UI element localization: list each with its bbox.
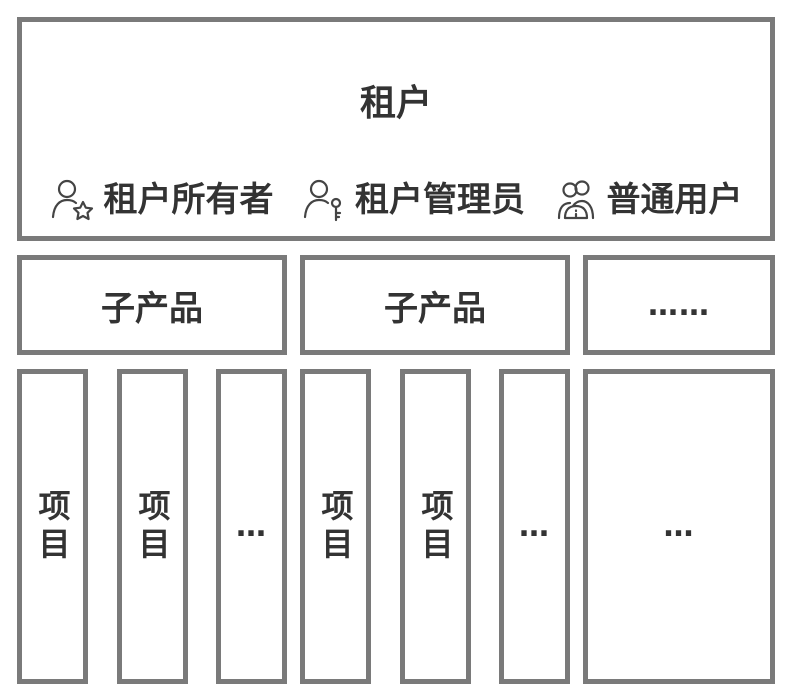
project-label: 项目	[416, 488, 455, 565]
role-label: 租户管理员	[355, 180, 525, 220]
subproduct-box: 子产品	[17, 255, 287, 355]
project-label: 项目	[133, 488, 172, 565]
tenant-box: 租户 租户所有者 租户管理员	[17, 17, 775, 241]
user-star-icon	[51, 179, 93, 221]
project-box: 项目	[17, 369, 88, 684]
project-label: 项目	[316, 488, 355, 565]
project-ellipsis: …	[236, 509, 267, 544]
project-box: …	[216, 369, 287, 684]
role-tenant-owner: 租户所有者	[50, 177, 274, 223]
project-label: 项目	[33, 488, 72, 565]
subproduct-box: 子产品	[300, 255, 570, 355]
subproduct-box: ……	[583, 255, 775, 355]
tenant-title: 租户	[359, 83, 432, 124]
user-key-icon	[303, 179, 342, 222]
role-label: 普通用户	[606, 180, 743, 220]
project-box: 项目	[117, 369, 188, 684]
project-box: …	[583, 369, 775, 684]
project-box: 项目	[300, 369, 371, 684]
project-box: 项目	[400, 369, 471, 684]
user-group-icon	[557, 180, 594, 220]
subproduct-ellipsis: ……	[648, 287, 710, 323]
project-ellipsis: …	[519, 509, 550, 544]
role-label: 租户所有者	[103, 180, 274, 220]
role-list: 租户所有者 租户管理员 普通用户	[22, 172, 770, 228]
role-tenant-admin: 租户管理员	[301, 177, 525, 223]
role-normal-user: 普通用户	[553, 177, 743, 223]
project-box: …	[499, 369, 570, 684]
project-ellipsis: …	[663, 509, 695, 544]
